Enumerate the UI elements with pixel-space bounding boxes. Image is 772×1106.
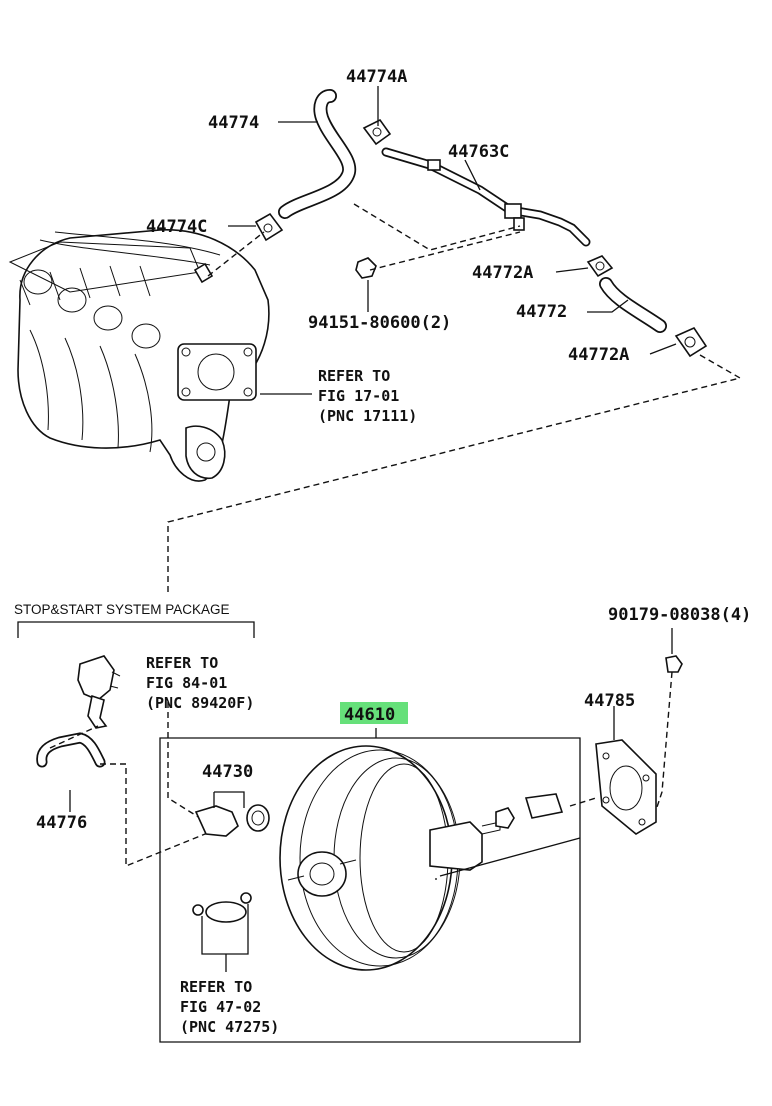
refer-84-line1: REFER TO: [146, 654, 218, 672]
label-44763C[interactable]: 44763C: [448, 142, 509, 162]
lower-left-lines: [49, 702, 211, 868]
label-44772[interactable]: 44772: [516, 302, 567, 322]
label-44610[interactable]: 44610: [344, 705, 395, 725]
clamp-44774A-drawing: [362, 118, 392, 146]
sensor-89420F-drawing: [77, 655, 121, 729]
package-bracket: [17, 621, 255, 638]
refer-17-line1: REFER TO: [318, 367, 390, 385]
label-44774C[interactable]: 44774C: [146, 217, 207, 237]
label-44772A-upper[interactable]: 44772A: [472, 263, 533, 283]
hose-44774-drawing: [278, 89, 357, 219]
nut-94151-drawing: [355, 257, 377, 279]
label-90179-08038[interactable]: 90179-08038(4): [608, 605, 751, 625]
refer-47-line1: REFER TO: [180, 978, 252, 996]
label-44785[interactable]: 44785: [584, 691, 635, 711]
hose-44776-drawing: [36, 732, 106, 768]
label-44730[interactable]: 44730: [202, 762, 253, 782]
refer-17-line2: FIG 17-01: [318, 387, 399, 405]
clamp-44772A-upper-drawing: [586, 255, 614, 278]
refer-47-line3: (PNC 47275): [180, 1018, 279, 1036]
hose-44772-drawing: [599, 277, 667, 333]
label-44772A-lower[interactable]: 44772A: [568, 345, 629, 365]
highlight-44610: [340, 702, 408, 724]
clamp-44774C-drawing: [254, 212, 284, 242]
clamp-44772A-lower-drawing: [674, 326, 708, 358]
refer-17-line3: (PNC 17111): [318, 407, 417, 425]
label-44774[interactable]: 44774: [208, 113, 259, 133]
refer-47-line2: FIG 47-02: [180, 998, 261, 1016]
refer-84-line2: FIG 84-01: [146, 674, 227, 692]
label-94151-80600[interactable]: 94151-80600(2): [308, 313, 451, 333]
upper-leader-lines: [167, 86, 742, 592]
part-labels: 44774A 44774 44763C 44774C 44772A 94151-…: [36, 67, 751, 833]
refer-to-fig-84-01[interactable]: REFER TO FIG 84-01 (PNC 89420F): [146, 654, 254, 712]
package-title: STOP&START SYSTEM PACKAGE: [14, 602, 230, 617]
label-44774A[interactable]: 44774A: [346, 67, 407, 87]
gasket-44785-drawing: [569, 706, 657, 835]
intake-manifold-drawing: [8, 229, 270, 482]
nut-90179-drawing: [655, 628, 683, 811]
oring-47275-drawing: [192, 892, 252, 972]
label-44776[interactable]: 44776: [36, 813, 87, 833]
refer-to-fig-47-02[interactable]: REFER TO FIG 47-02 (PNC 47275): [180, 978, 279, 1036]
pipe-44763C-drawing: [381, 147, 591, 247]
refer-84-line3: (PNC 89420F): [146, 694, 254, 712]
brake-booster-44610-drawing: [279, 745, 581, 971]
booster-assembly-box: [159, 728, 581, 1043]
refer-to-fig-17-01[interactable]: REFER TO FIG 17-01 (PNC 17111): [318, 367, 417, 425]
